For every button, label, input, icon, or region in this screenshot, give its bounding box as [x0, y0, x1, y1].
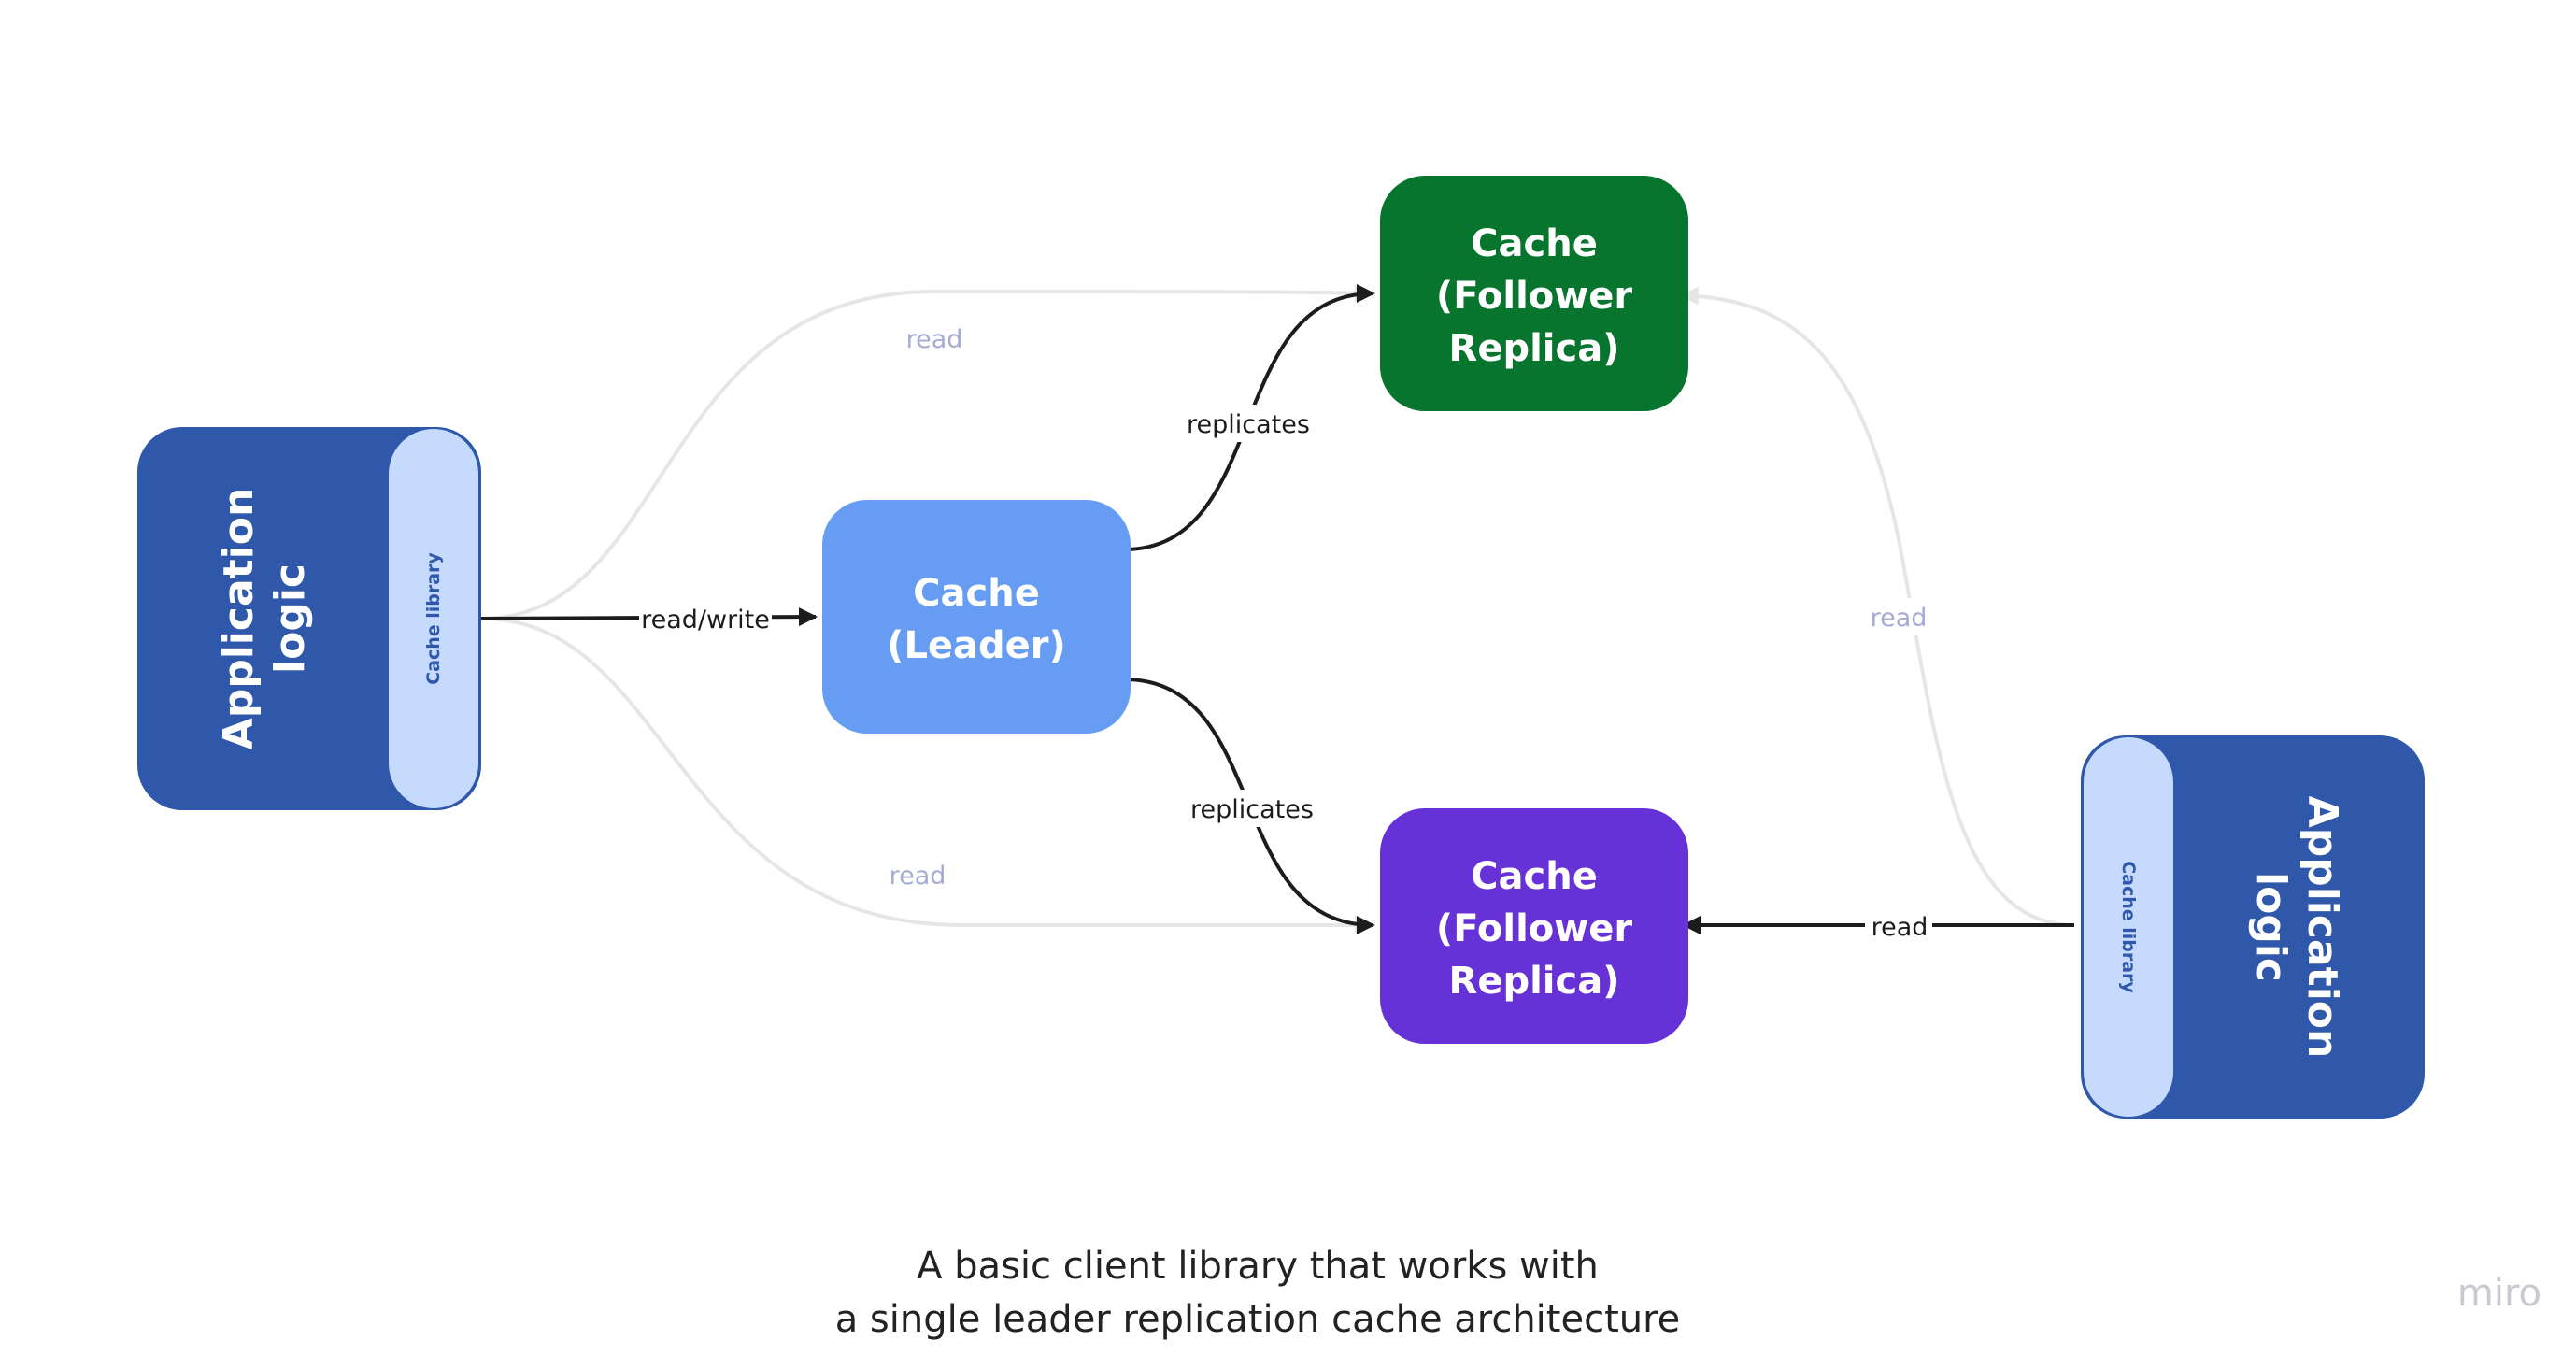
- edge-right-read-top: [1680, 286, 2075, 927]
- cache-library-right-label: Cache library: [2118, 861, 2139, 993]
- edge-label-read-left-top: read: [901, 319, 968, 356]
- read-left-bottom-label: read: [890, 862, 946, 891]
- node-app-left[interactable]: Application logic Cache library: [137, 427, 481, 810]
- node-cache-follower-bottom[interactable]: Cache (Follower Replica): [1380, 808, 1688, 1044]
- edge-label-read-right-top: read: [1865, 598, 1932, 635]
- cache-follower-bottom-line3: Replica): [1449, 960, 1620, 1003]
- edge-label-read-write: read/write: [639, 598, 772, 635]
- replicates-top-label: replicates: [1187, 410, 1310, 439]
- edge-label-read-right-bottom: read: [1865, 906, 1932, 944]
- cache-follower-bottom-line2: (Follower: [1436, 907, 1632, 950]
- caption-line1: A basic client library that works with: [917, 1245, 1599, 1288]
- cache-follower-top-line1: Cache: [1471, 222, 1598, 265]
- replicates-bottom-label: replicates: [1190, 795, 1314, 824]
- app-left-line2: logic: [266, 563, 314, 674]
- read-left-top-label: read: [906, 325, 963, 354]
- edge-label-replicates-bottom: replicates: [1185, 790, 1317, 827]
- read-right-top-label: read: [1871, 604, 1928, 633]
- cache-follower-bottom-line1: Cache: [1471, 855, 1598, 898]
- cache-library-left-label: Cache library: [423, 552, 444, 685]
- miro-logo: miro: [2457, 1272, 2541, 1315]
- edge-left-read-top: [480, 283, 1373, 620]
- cache-leader-subtitle: (Leader): [887, 624, 1066, 667]
- node-cache-leader[interactable]: Cache (Leader): [822, 500, 1131, 734]
- cache-leader-title: Cache: [913, 572, 1040, 615]
- app-left-line1: Application: [215, 488, 263, 750]
- app-right-line1: Application: [2298, 796, 2346, 1059]
- cache-library-left[interactable]: [387, 427, 480, 810]
- node-app-right[interactable]: Application logic Cache library: [2081, 735, 2425, 1119]
- node-cache-follower-top[interactable]: Cache (Follower Replica): [1380, 176, 1688, 411]
- cache-follower-top-line3: Replica): [1449, 327, 1620, 370]
- edge-label-replicates-top: replicates: [1183, 405, 1316, 442]
- edge-left-read-bottom: [480, 617, 1373, 934]
- cache-follower-top-line2: (Follower: [1436, 275, 1632, 318]
- read-write-label: read/write: [641, 606, 770, 635]
- edge-label-read-left-bottom: read: [884, 855, 951, 892]
- cache-library-right[interactable]: [2082, 735, 2175, 1119]
- read-right-bottom-label: read: [1872, 913, 1928, 942]
- caption-line2: a single leader replication cache archit…: [835, 1298, 1681, 1341]
- app-right-line2: logic: [2247, 872, 2295, 982]
